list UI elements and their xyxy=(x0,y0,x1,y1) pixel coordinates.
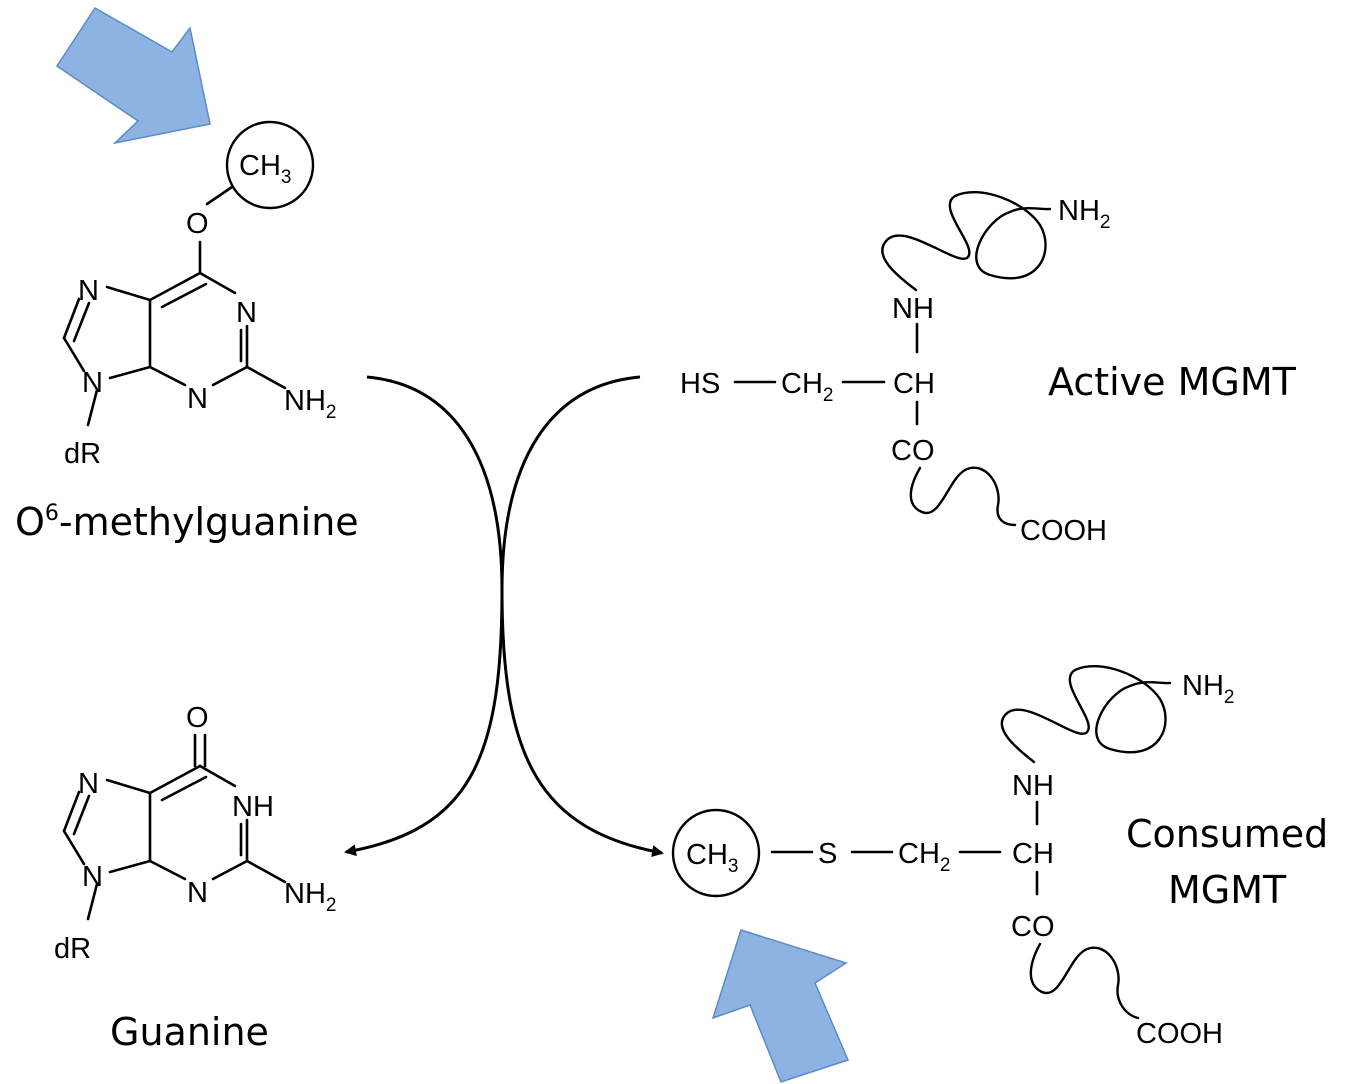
highlight-arrow-top xyxy=(55,6,211,145)
amino-terminus-label: NH2 xyxy=(1182,670,1234,708)
alpha-carbon-label: CH xyxy=(893,368,935,400)
n7-atom: N xyxy=(78,275,99,307)
amide-nh-label: NH xyxy=(1012,770,1054,802)
o6-atom: O xyxy=(186,702,209,734)
protein-chain-n-terminal xyxy=(1000,665,1172,764)
methyl-label: CH3 xyxy=(686,839,738,877)
reaction-arrow-guanine xyxy=(344,375,504,857)
consumed-mgmt-caption-line2: MGMT xyxy=(1168,868,1287,912)
active-mgmt-caption: Active MGMT xyxy=(1048,360,1297,404)
methyl-label: CH3 xyxy=(239,150,291,188)
methyl-circle-top xyxy=(225,120,315,210)
active-mgmt-structure: HS CH2 CH NH CO NH2 COOH xyxy=(680,191,1110,547)
amine-label: NH2 xyxy=(284,385,336,423)
consumed-mgmt-structure: CH3 S CH2 CH NH CO NH2 COOH xyxy=(671,665,1234,1050)
carbonyl-label: CO xyxy=(1011,911,1055,943)
consumed-mgmt-caption-line1: Consumed xyxy=(1126,812,1328,856)
deoxyribose-label: dR xyxy=(54,933,91,965)
amide-nh-label: NH xyxy=(892,293,934,325)
carbonyl-label: CO xyxy=(891,435,935,467)
thiol-label: HS xyxy=(680,368,720,400)
methylguanine-structure: CH3 O N N N N NH2 dR xyxy=(62,120,336,470)
protein-chain-c-terminal xyxy=(1029,942,1140,1020)
n1-atom: N xyxy=(236,297,257,329)
protein-chain-n-terminal xyxy=(881,191,1052,292)
n1h-atom: NH xyxy=(232,791,274,823)
methylene-label: CH2 xyxy=(781,368,833,406)
reaction-arrow-consumed-mgmt xyxy=(500,375,664,858)
n3-atom: N xyxy=(187,877,208,909)
n9-atom: N xyxy=(82,861,103,893)
amino-terminus-label: NH2 xyxy=(1058,195,1110,233)
methylguanine-caption: O6-methylguanine xyxy=(15,500,359,544)
highlight-arrow-bottom xyxy=(711,929,850,1083)
alpha-carbon-label: CH xyxy=(1012,838,1054,870)
n9-atom: N xyxy=(82,367,103,399)
guanine-structure: O N NH N N NH2 dR xyxy=(54,702,336,965)
carboxyl-terminus-label: COOH xyxy=(1136,1018,1223,1050)
amine-label: NH2 xyxy=(284,878,336,916)
methyl-circle-bottom xyxy=(671,808,761,898)
n3-atom: N xyxy=(187,383,208,415)
methylene-label: CH2 xyxy=(898,838,950,876)
deoxyribose-label: dR xyxy=(64,438,101,470)
thioether-label: S xyxy=(818,838,837,870)
n7-atom: N xyxy=(78,768,99,800)
carboxyl-terminus-label: COOH xyxy=(1020,515,1107,547)
protein-chain-c-terminal xyxy=(909,466,1017,527)
guanine-caption: Guanine xyxy=(110,1010,269,1054)
o6-atom: O xyxy=(186,208,209,240)
